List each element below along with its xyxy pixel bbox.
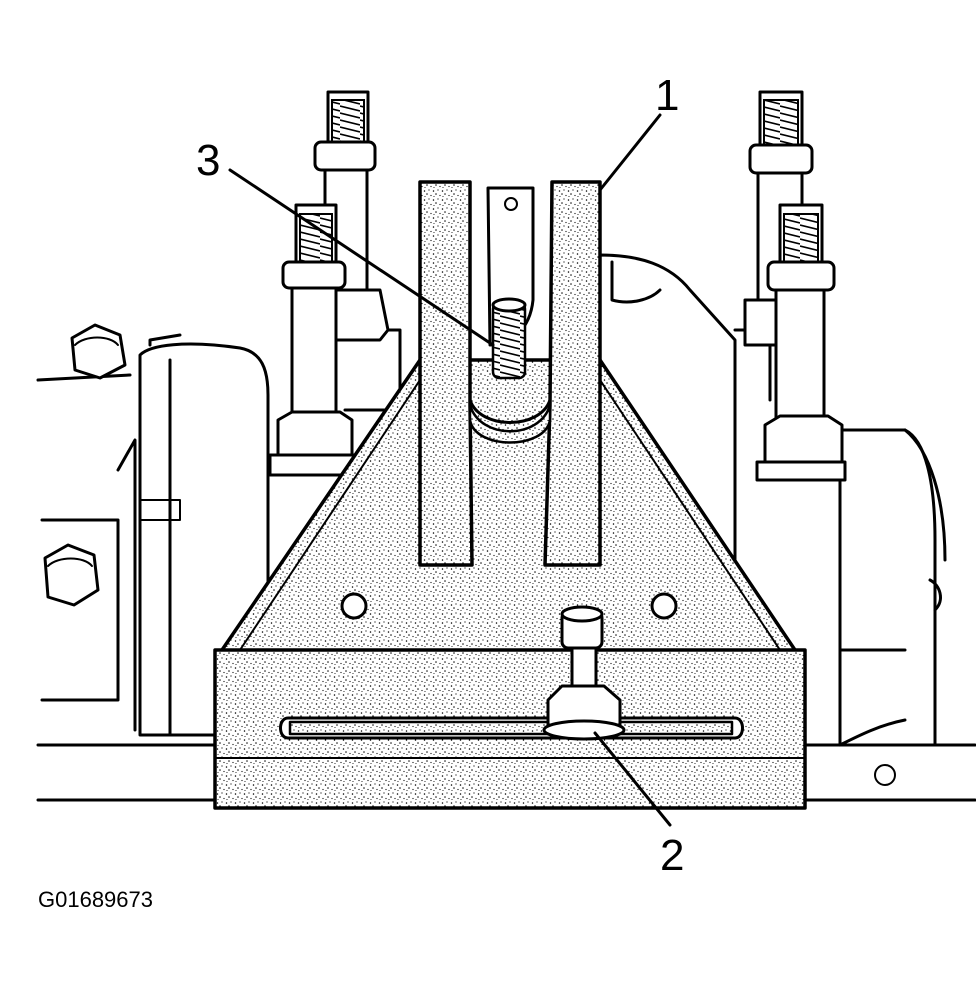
stud-front-right bbox=[755, 203, 847, 482]
figure-code: G01689673 bbox=[38, 887, 153, 912]
center-threaded-stud bbox=[491, 297, 527, 380]
leader-line-2 bbox=[593, 731, 672, 827]
callout-1: 1 bbox=[655, 71, 679, 120]
hex-nut-upper-left bbox=[70, 323, 127, 380]
hex-nut-lower-left bbox=[43, 543, 100, 607]
callout-3: 3 bbox=[196, 136, 220, 185]
stud-front-left bbox=[268, 203, 362, 477]
fixture-bolt bbox=[542, 605, 626, 741]
leader-line-1 bbox=[598, 113, 662, 192]
leader-lines bbox=[228, 113, 672, 827]
leader-line-3 bbox=[228, 168, 495, 347]
callout-2: 2 bbox=[660, 831, 684, 880]
